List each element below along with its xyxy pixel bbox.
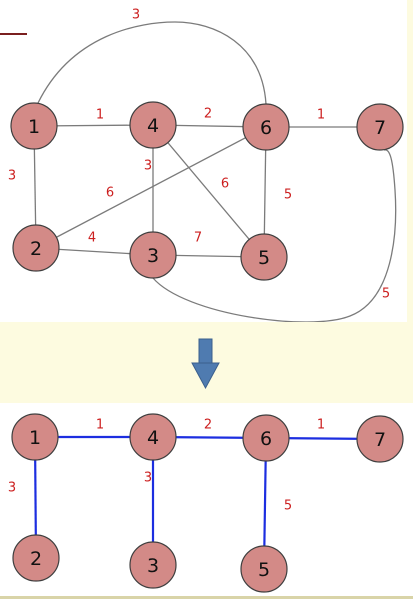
graph-edge-weight-4-3: 3: [144, 159, 152, 174]
weighted-graph-diagram: 1 2 1 3 3 6 6 4 7 5 3 5 1 4 6 7 2 3 5: [8, 8, 404, 322]
graph-edge-weight-6-7: 1: [317, 108, 325, 123]
tree-node-label: 4: [147, 427, 159, 449]
graph-node-label: 3: [147, 245, 159, 267]
tree-node-label: 3: [147, 555, 159, 577]
graph-edge-4-5: [152, 124, 265, 258]
tree-edge-weight-4-3: 3: [144, 471, 152, 486]
graph-node-6: 6: [242, 103, 290, 151]
graph-node-label: 6: [260, 117, 272, 139]
graph-node-circle: [356, 103, 404, 151]
tree-node-circle: [129, 541, 177, 589]
graph-node-circle: [240, 233, 288, 281]
graph-node-5: 5: [240, 233, 288, 281]
graph-edge-weight-1-6: 3: [132, 8, 140, 23]
tree-node-circle: [356, 415, 404, 463]
tree-node-1: 1: [11, 413, 59, 461]
tree-node-3: 3: [129, 541, 177, 589]
graph-node-2: 2: [12, 224, 60, 272]
tree-edges: [33, 435, 381, 570]
graph-edge-weight-3-5: 7: [194, 231, 202, 246]
graph-nodes: 1 4 6 7 2 3 5: [10, 101, 404, 281]
graph-node-label: 1: [28, 116, 40, 138]
graph-edge-3-7: [152, 149, 397, 322]
footer-rule: [0, 596, 413, 599]
tree-node-circle: [129, 413, 177, 461]
graph-node-3: 3: [129, 231, 177, 279]
tree-node-2: 2: [12, 534, 60, 582]
tree-node-6: 6: [242, 414, 290, 462]
tree-node-5: 5: [240, 545, 288, 593]
graph-node-7: 7: [356, 103, 404, 151]
graph-edge-weight-1-2: 3: [8, 169, 16, 184]
tree-weights: 1 2 1 3 3 5: [8, 418, 325, 514]
tree-node-circle: [11, 413, 59, 461]
graph-weights: 1 2 1 3 3 6 6 4 7 5 3 5: [8, 8, 390, 302]
graph-node-circle: [12, 224, 60, 272]
spanning-tree-panel: [0, 403, 413, 597]
graph-node-circle: [242, 103, 290, 151]
graph-edge-weight-4-6: 2: [204, 107, 212, 122]
graph-node-1: 1: [10, 102, 58, 150]
tree-edge-weight-1-4: 1: [96, 418, 104, 433]
tree-nodes: 1 4 6 7 2 3 5: [11, 413, 404, 593]
graph-node-circle: [129, 101, 177, 149]
down-arrow-icon: [191, 338, 220, 390]
graph-edge-weight-2-6: 6: [106, 186, 114, 201]
graph-edge-weight-4-5: 6: [221, 177, 229, 192]
graph-node-label: 2: [30, 238, 42, 260]
tree-node-circle: [12, 534, 60, 582]
tree-edge-weight-6-5: 5: [284, 499, 292, 514]
tree-node-label: 1: [29, 427, 41, 449]
graph-edge-weight-2-3: 4: [88, 231, 96, 246]
graph-edge-weight-6-5: 5: [284, 188, 292, 203]
graph-node-label: 4: [147, 115, 159, 137]
tree-node-circle: [240, 545, 288, 593]
tree-edge-weight-1-2: 3: [8, 481, 16, 496]
graph-edge-weight-3-7: 5: [382, 287, 390, 302]
tree-edge-weight-4-6: 2: [204, 418, 212, 433]
tree-node-label: 5: [258, 559, 270, 581]
title-underline-fragment: [0, 33, 27, 35]
graph-edge-1-6: [37, 21, 267, 105]
tree-node-circle: [242, 414, 290, 462]
tree-edge-weight-6-7: 1: [317, 418, 325, 433]
graph-edge-weight-1-4: 1: [96, 108, 104, 123]
tree-node-7: 7: [356, 415, 404, 463]
graph-node-label: 5: [258, 247, 270, 269]
graph-node-4: 4: [129, 101, 177, 149]
graph-edge-2-6: [35, 126, 267, 249]
tree-node-label: 7: [374, 429, 386, 451]
tree-node-4: 4: [129, 413, 177, 461]
graph-node-circle: [10, 102, 58, 150]
original-graph-panel: [0, 0, 407, 322]
tree-node-label: 6: [260, 428, 272, 450]
graph-node-circle: [129, 231, 177, 279]
graph-node-label: 7: [374, 117, 386, 139]
tree-node-label: 2: [30, 548, 42, 570]
